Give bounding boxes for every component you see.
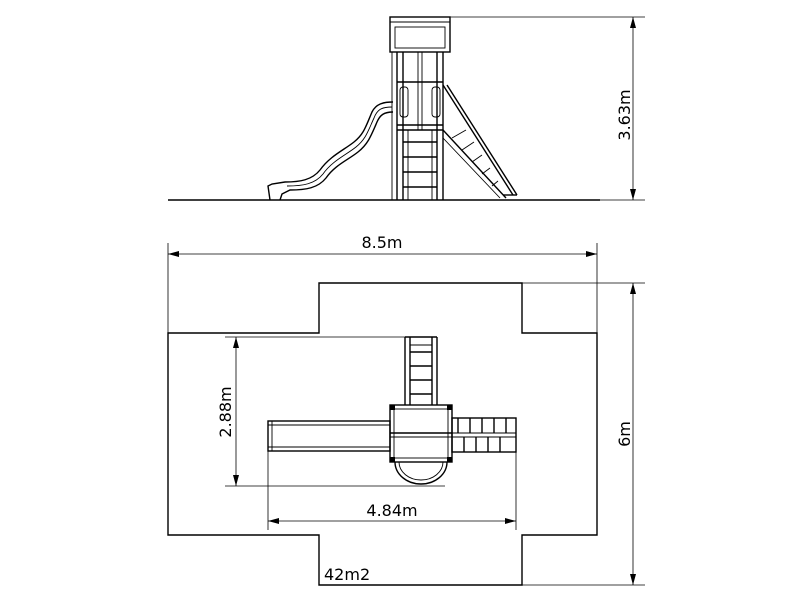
tower-height-label: 3.63m xyxy=(615,89,634,140)
climbing-ramp-plan xyxy=(451,417,517,453)
plan-view: 8.5m 6m 2.88m 4.84m xyxy=(167,233,645,586)
equipment-length-label: 4.84m xyxy=(366,501,417,520)
overall-width-label: 6m xyxy=(615,421,634,447)
ladder-plan xyxy=(404,336,438,405)
safety-area-label: 42m2 xyxy=(324,565,370,584)
side-elevation-view: 3.63m xyxy=(168,16,645,201)
height-dimension xyxy=(450,16,645,201)
semicircle-bay-plan xyxy=(394,461,448,485)
climbing-ramp-side xyxy=(442,84,518,199)
tower-ladder xyxy=(403,130,437,200)
equipment-length-dimension xyxy=(267,450,517,530)
width-dimension xyxy=(522,282,645,586)
tower-roof xyxy=(389,16,451,53)
overall-length-label: 8.5m xyxy=(361,233,402,252)
length-dimension xyxy=(167,243,598,333)
tower-frame xyxy=(396,52,444,200)
depth-dimension-label: 2.88m xyxy=(216,386,235,437)
tower-platform-plan xyxy=(389,404,453,463)
depth-dimension xyxy=(225,336,445,487)
slide-plan xyxy=(267,420,391,452)
wavy-slide-side xyxy=(267,101,394,201)
